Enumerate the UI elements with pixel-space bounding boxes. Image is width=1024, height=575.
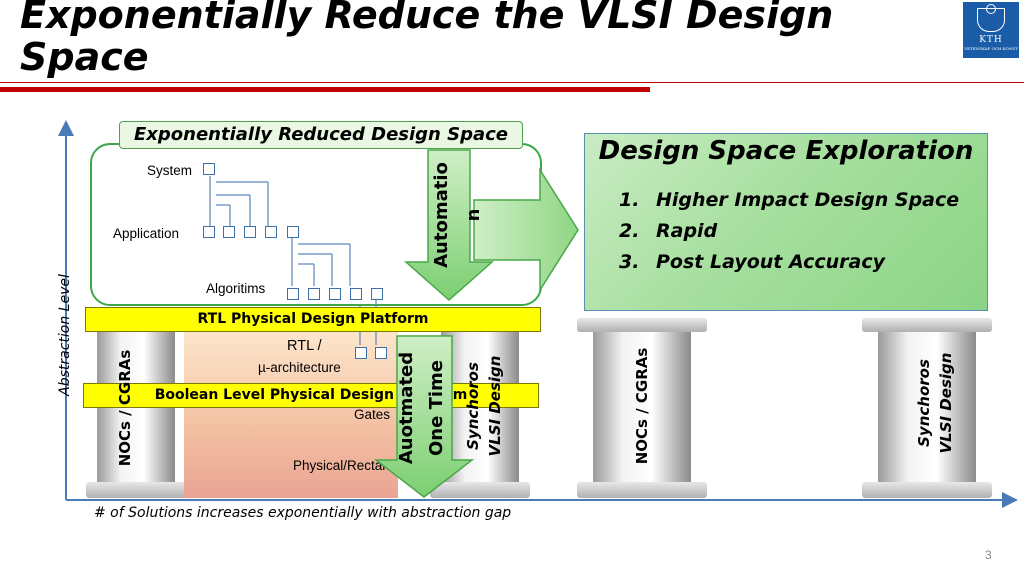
crown-icon xyxy=(977,4,1005,32)
level-gates: Gates xyxy=(354,407,391,422)
title-divider-thick xyxy=(0,87,650,92)
exploration-marker: 1. xyxy=(619,189,640,211)
page-number: 3 xyxy=(985,548,992,562)
exploration-marker: 3. xyxy=(619,251,640,273)
title-divider-thin xyxy=(0,82,1024,83)
boolean-platform: Boolean Level Physical Design Platform xyxy=(83,383,539,408)
algorithm-node xyxy=(287,288,299,300)
application-node xyxy=(287,226,299,238)
rtl-node xyxy=(355,347,367,359)
y-axis-label: Abstraction Level xyxy=(57,274,73,396)
application-node xyxy=(203,226,215,238)
algorithm-node xyxy=(329,288,341,300)
application-node xyxy=(244,226,256,238)
level-micro-arch: µ-architecture xyxy=(258,360,341,375)
kth-logo: KTH VETENSKAP OCH KONST xyxy=(963,2,1019,58)
algorithm-node xyxy=(350,288,362,300)
exploration-box xyxy=(584,133,988,311)
rtl-platform: RTL Physical Design Platform xyxy=(85,307,541,332)
pillar-right-a xyxy=(577,318,707,498)
rtl-node xyxy=(375,347,387,359)
reduced-space-label: Exponentially Reduced Design Space xyxy=(119,121,523,149)
logo-text: KTH xyxy=(979,35,1003,45)
level-rtl: RTL / xyxy=(287,338,322,354)
exploration-item: Post Layout Accuracy xyxy=(656,251,886,273)
application-node xyxy=(223,226,235,238)
automation-label-1: Automatio xyxy=(431,162,452,268)
level-physical-clip: Physical/Rectangles xyxy=(293,455,396,474)
automation-label-2: n xyxy=(463,208,484,222)
exploration-item: Rapid xyxy=(656,220,718,242)
pillar-right-b xyxy=(862,318,992,498)
application-node xyxy=(265,226,277,238)
exploration-title: Design Space Exploration xyxy=(598,136,974,166)
level-algorithms: Algoritims xyxy=(206,281,266,296)
level-application: Application xyxy=(113,226,180,241)
slide-title: Exponentially Reduce the VLSI Design Spa… xyxy=(20,0,834,79)
system-node xyxy=(203,163,215,175)
exploration-item: Higher Impact Design Space xyxy=(656,189,960,211)
automation-arrow xyxy=(404,149,494,302)
x-axis-note: # of Solutions increases exponentially w… xyxy=(94,505,512,521)
logo-subtext: VETENSKAP OCH KONST xyxy=(964,46,1018,51)
arrow-to-exploration xyxy=(473,167,579,293)
one-time-arrow xyxy=(373,335,475,498)
one-time-label-1: Auotmated xyxy=(396,351,417,465)
level-system: System xyxy=(147,163,193,178)
algorithm-node xyxy=(308,288,320,300)
one-time-label-2: One Time xyxy=(426,360,447,457)
algorithm-node xyxy=(371,288,383,300)
level-physical: Physical/Rectangles xyxy=(293,458,396,473)
exploration-marker: 2. xyxy=(619,220,640,242)
